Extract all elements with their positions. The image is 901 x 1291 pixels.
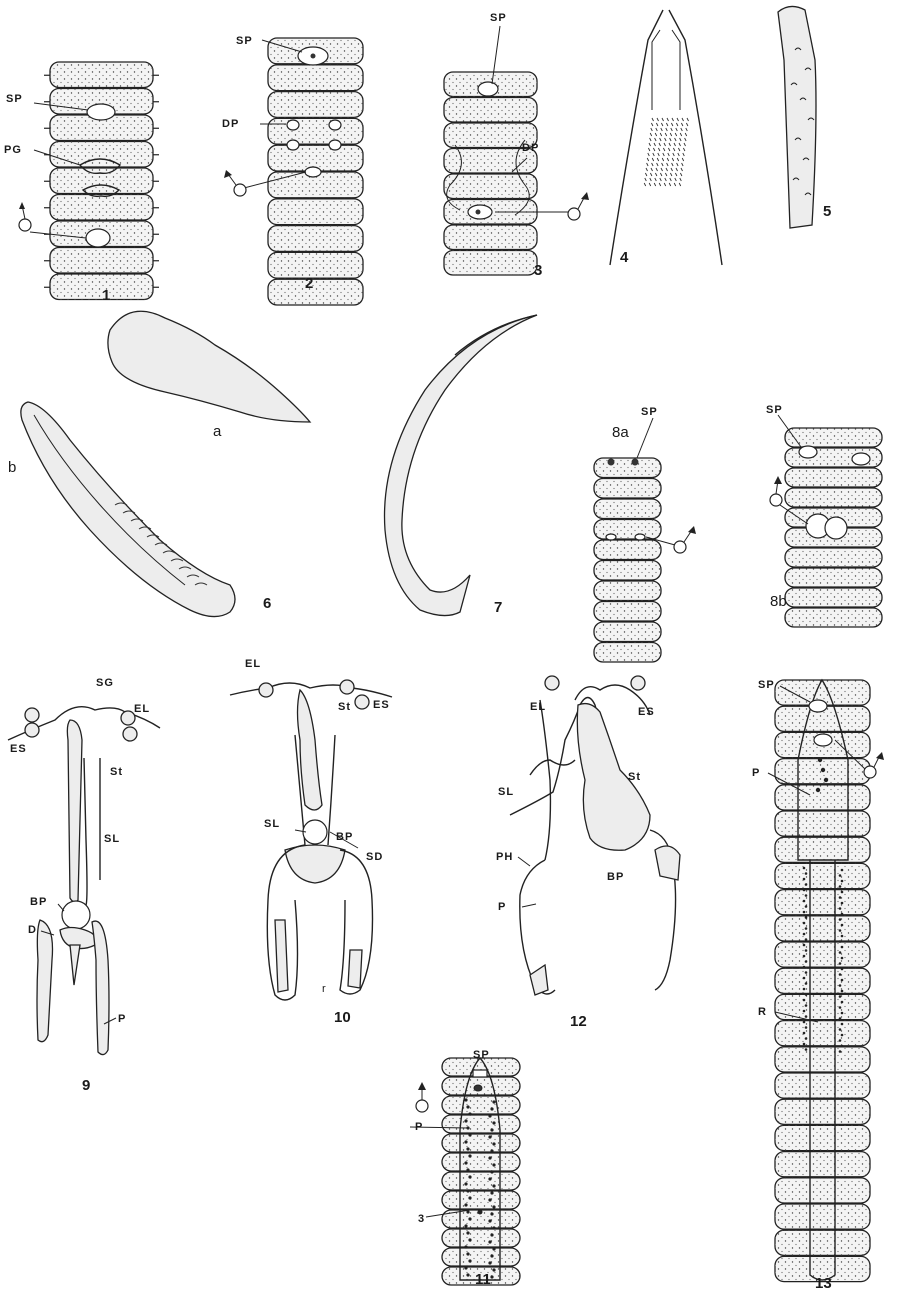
figure-number: 10 (334, 1009, 351, 1026)
figure-7: 7 (385, 315, 538, 616)
figure-number: 8a (612, 424, 629, 441)
figure-number: 1 (102, 287, 110, 304)
label-r: r (322, 983, 327, 995)
figure-12: EL ES St SL PH BP P 12 (496, 676, 680, 1030)
label-sp: SP (490, 12, 507, 24)
figure-8b: SP 8b (766, 404, 882, 627)
label-bp: BP (607, 871, 624, 883)
label-a: a (213, 423, 222, 440)
figure-number: 12 (570, 1013, 587, 1030)
figure-6: a b 6 (8, 311, 310, 616)
label-st: St (110, 766, 123, 778)
label-b: b (8, 459, 17, 476)
label-el: EL (245, 658, 261, 670)
label-bp: BP (30, 896, 47, 908)
figure-number: 7 (494, 599, 502, 616)
label-3: 3 (418, 1213, 425, 1225)
label-es: ES (638, 706, 655, 718)
figure-8a: 8a SP (594, 406, 696, 662)
label-sl: SL (498, 786, 514, 798)
spermathecal-pore (87, 104, 115, 120)
label-sp: SP (236, 35, 253, 47)
label-ph: PH (496, 851, 513, 863)
label-d: D (28, 924, 37, 936)
male-symbol-icon (234, 184, 246, 196)
male-pore (86, 229, 110, 247)
figure-number: 13 (815, 1275, 832, 1291)
figure-number: 11 (475, 1271, 491, 1288)
label-sl: SL (264, 818, 280, 830)
figure-3: SP DP 3 (444, 12, 589, 279)
label-pg: PG (4, 144, 22, 156)
label-sp: SP (473, 1049, 490, 1061)
label-sl: SL (104, 833, 120, 845)
figure-2: SP DP 2 (222, 35, 363, 305)
seta-a (108, 311, 310, 422)
figure-13: SP P R 13 (752, 679, 884, 1291)
figure-number: 6 (263, 595, 271, 612)
label-es: ES (10, 743, 27, 755)
seta-b (21, 402, 235, 617)
figure-number: 2 (305, 275, 313, 292)
label-p: P (415, 1121, 423, 1133)
label-dp: DP (522, 142, 539, 154)
label-es: ES (373, 699, 390, 711)
figure-9: SG EL ES St SL BP D P 9 (8, 677, 160, 1094)
label-el: EL (134, 703, 150, 715)
figure-number: 5 (823, 203, 831, 220)
label-sp: SP (766, 404, 783, 416)
figure-11: SP P 3 11 (410, 1049, 520, 1288)
label-p: P (118, 1013, 126, 1025)
figure-number-8b: 8b (770, 593, 787, 610)
male-symbol-icon (864, 766, 876, 778)
label-sp: SP (6, 93, 23, 105)
label-sp: SP (758, 679, 775, 691)
figure-5: 5 (778, 6, 831, 228)
figure-4: 4 (610, 10, 722, 266)
label-sd: SD (366, 851, 383, 863)
label-sp: SP (641, 406, 658, 418)
label-st: St (338, 701, 351, 713)
male-symbol-icon (568, 208, 580, 220)
label-p: P (752, 767, 760, 779)
label-bp: BP (336, 831, 353, 843)
label-sg: SG (96, 677, 114, 689)
label-el: EL (530, 701, 546, 713)
male-symbol-icon (770, 494, 782, 506)
figure-number: 9 (82, 1077, 90, 1094)
male-symbol-icon (416, 1100, 428, 1112)
figure-10: EL St ES SL BP SD r 10 (230, 658, 392, 1026)
figure-number: 3 (534, 262, 542, 279)
label-p: P (498, 901, 506, 913)
male-symbol-icon (19, 219, 31, 231)
male-pore (305, 167, 321, 177)
figure-number: 4 (620, 249, 629, 266)
male-symbol-icon (674, 541, 686, 553)
label-st: St (628, 771, 641, 783)
label-r: R (758, 1006, 767, 1018)
spermathecal-pore (478, 82, 498, 96)
label-dp: DP (222, 118, 239, 130)
figure-1: SP PG 1 (4, 62, 159, 304)
